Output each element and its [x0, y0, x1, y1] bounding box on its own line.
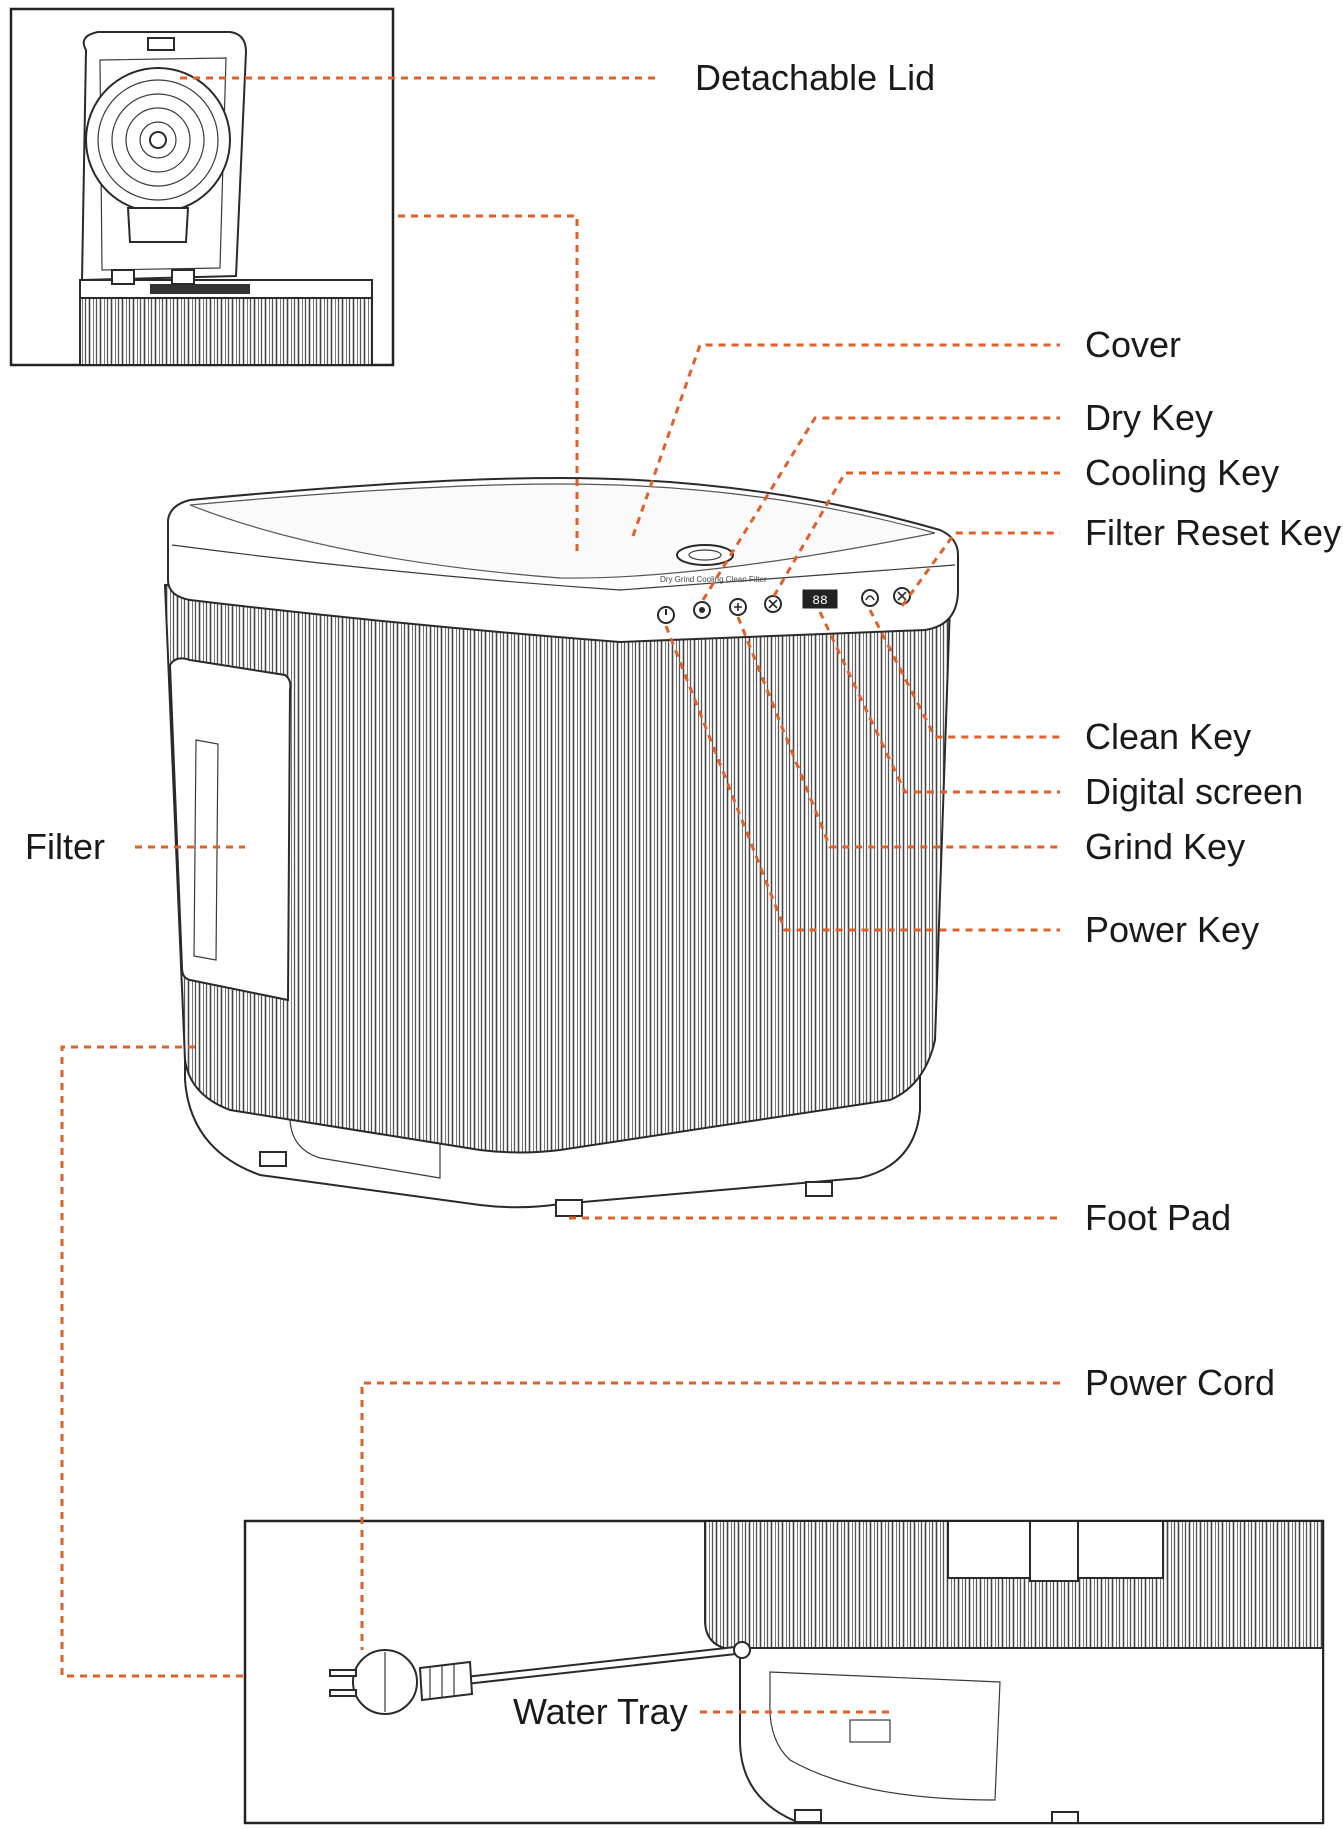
label-grind-key: Grind Key	[1085, 827, 1245, 867]
cooling-key-icon[interactable]	[765, 596, 781, 612]
grind-key-icon[interactable]	[730, 599, 746, 615]
svg-text:Dry Grind Cooling Clean Fi: Dry Grind Cooling Clean Filter	[660, 575, 767, 584]
label-power-key: Power Key	[1085, 910, 1259, 950]
label-filter: Filter	[25, 827, 105, 867]
label-cover: Cover	[1085, 325, 1181, 365]
dry-key-icon[interactable]	[694, 602, 710, 618]
label-clean-key: Clean Key	[1085, 717, 1251, 757]
filter-reset-key-icon[interactable]	[894, 588, 910, 604]
digital-screen: 88	[803, 590, 837, 608]
label-digital-screen: Digital screen	[1085, 772, 1303, 812]
screen-readout: 88	[812, 593, 828, 608]
label-filter-reset-key: Filter Reset Key	[1085, 513, 1341, 553]
power-key-icon[interactable]	[658, 607, 674, 623]
label-cooling-key: Cooling Key	[1085, 453, 1279, 493]
clean-key-icon[interactable]	[862, 590, 878, 606]
label-dry-key: Dry Key	[1085, 398, 1213, 438]
label-detachable-lid: Detachable Lid	[695, 58, 935, 98]
label-power-cord: Power Cord	[1085, 1363, 1275, 1403]
label-water-tray: Water Tray	[513, 1692, 688, 1732]
lid-inset	[11, 9, 393, 370]
main-unit: Dry Grind Cooling Clean Filter 88	[165, 478, 958, 1216]
cord-inset	[245, 1521, 1323, 1823]
label-foot-pad: Foot Pad	[1085, 1198, 1231, 1238]
